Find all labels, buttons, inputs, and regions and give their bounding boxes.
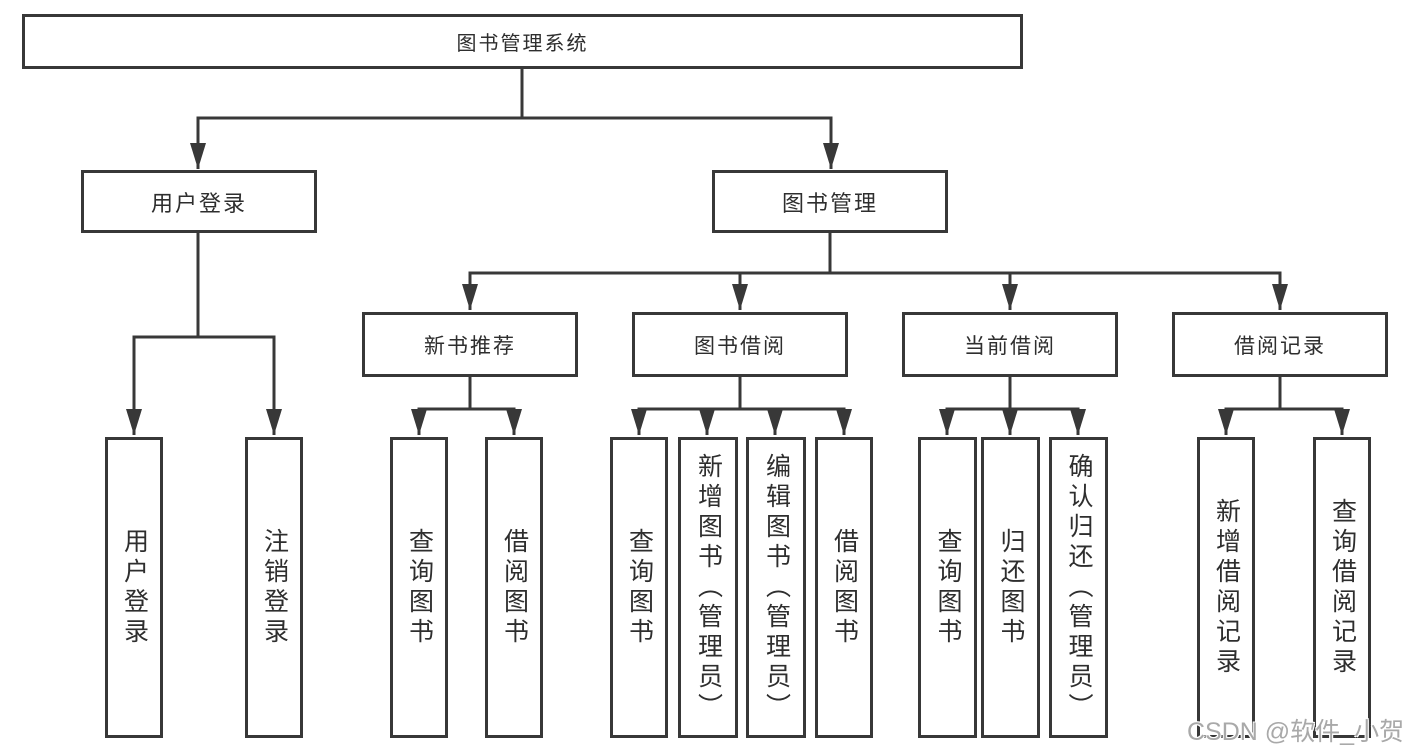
leaf-query-books-current: 查询图书 <box>918 437 977 738</box>
node-label: 借阅记录 <box>1234 334 1326 358</box>
leaf-add-borrow-record: 新增借阅记录 <box>1197 437 1255 738</box>
node-label: 用户登录 <box>120 527 149 648</box>
leaf-logout: 注销登录 <box>245 437 303 738</box>
node-label: 查询图书 <box>934 527 962 648</box>
node-label: 新增借阅记录 <box>1212 497 1241 678</box>
node-label: 图书借阅 <box>694 334 786 358</box>
node-label: 新书推荐 <box>424 334 516 358</box>
node-label: 图书管理 <box>781 190 878 216</box>
node-label: 查询借阅记录 <box>1328 497 1357 678</box>
node-book-management: 图书管理 <box>712 170 948 233</box>
csdn-watermark: CSDN @软件_小贺同学 <box>1187 718 1405 746</box>
node-current-borrowing: 当前借阅 <box>902 312 1118 377</box>
node-label: 编辑图书（管理员） <box>762 452 791 723</box>
leaf-query-books-borrow: 查询图书 <box>610 437 668 738</box>
node-label: 查询图书 <box>405 527 434 648</box>
leaf-add-books-admin: 新增图书（管理员） <box>678 437 738 738</box>
leaf-query-borrow-record: 查询借阅记录 <box>1313 437 1371 738</box>
node-book-borrowing: 图书借阅 <box>632 312 848 377</box>
leaf-user-login: 用户登录 <box>105 437 163 738</box>
node-label: 新增图书（管理员） <box>694 452 723 723</box>
leaf-borrow-books: 借阅图书 <box>815 437 873 738</box>
leaf-return-books: 归还图书 <box>981 437 1040 738</box>
node-label: 归还图书 <box>997 527 1025 648</box>
leaf-query-books-recommend: 查询图书 <box>390 437 448 738</box>
node-user-login: 用户登录 <box>81 170 317 233</box>
node-label: 图书管理系统 <box>456 33 589 55</box>
node-label: 用户登录 <box>150 190 247 216</box>
node-library-management-system: 图书管理系统 <box>22 14 1023 69</box>
node-label: 当前借阅 <box>964 334 1056 358</box>
node-label: 查询图书 <box>625 527 654 648</box>
leaf-confirm-return-admin: 确认归还（管理员） <box>1049 437 1108 738</box>
leaf-borrow-books-recommend: 借阅图书 <box>485 437 543 738</box>
node-label: 借阅图书 <box>830 527 859 648</box>
node-new-book-recommendation: 新书推荐 <box>362 312 578 377</box>
leaf-edit-books-admin: 编辑图书（管理员） <box>746 437 806 738</box>
node-label: 确认归还（管理员） <box>1065 452 1093 723</box>
node-label: 借阅图书 <box>500 527 529 648</box>
node-label: 注销登录 <box>260 527 289 648</box>
node-borrowing-records: 借阅记录 <box>1172 312 1388 377</box>
